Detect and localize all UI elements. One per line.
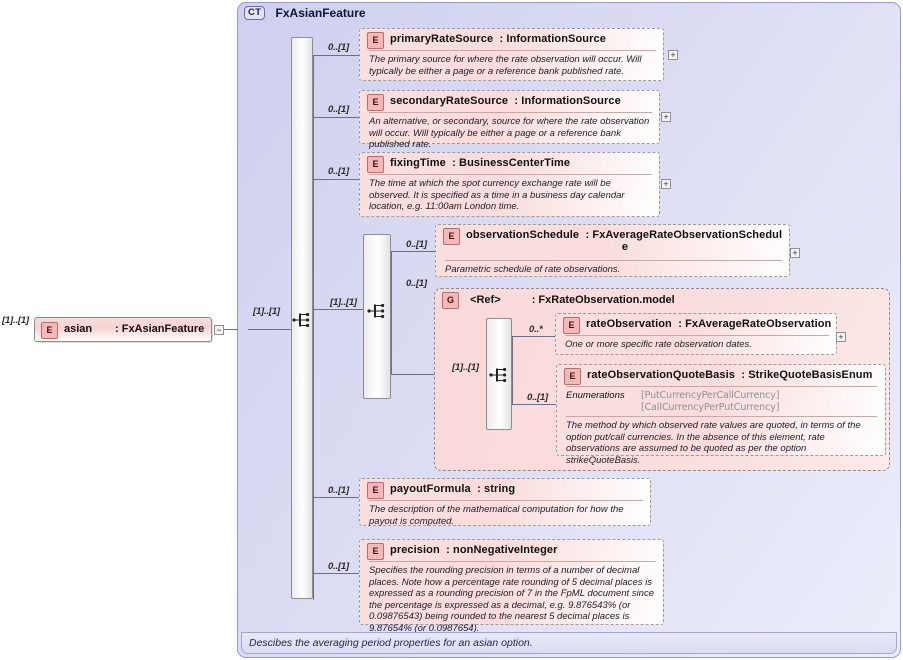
enumeration-value: [CallCurrencyPerPutCurrency] xyxy=(641,401,780,413)
element-documentation: One or more specific rate observation da… xyxy=(565,339,752,350)
element-icon: E xyxy=(367,543,384,560)
connector-group-spine xyxy=(512,336,513,404)
element-observationschedule[interactable]: E observationSchedule : FxAverageRateObs… xyxy=(435,224,790,277)
element-name: payoutFormula : string xyxy=(390,483,516,495)
expand-toggle-primaryratesource[interactable]: + xyxy=(668,50,678,60)
element-name: rateObservationQuoteBasis : StrikeQuoteB… xyxy=(587,369,873,381)
connector-child-5 xyxy=(313,497,359,498)
sequence-icon xyxy=(489,367,507,383)
root-occurrence: [1]..[1] xyxy=(2,315,29,326)
expand-toggle-observationschedule[interactable]: + xyxy=(790,248,800,258)
element-primaryratesource[interactable]: E primaryRateSource : InformationSource … xyxy=(359,28,664,81)
root-element-asian[interactable]: E asian : FxAsianFeature xyxy=(34,317,212,342)
element-fixingtime[interactable]: E fixingTime : BusinessCenterTime The ti… xyxy=(359,152,660,217)
connector-observationschedule xyxy=(391,251,435,252)
element-secondaryratesource[interactable]: E secondaryRateSource : InformationSourc… xyxy=(359,90,660,150)
group-ref-name: <Ref> xyxy=(470,294,501,307)
element-name: rateObservation : FxAverageRateObservati… xyxy=(586,318,832,330)
element-name: observationSchedule : FxAverageRateObser… xyxy=(466,229,783,253)
complextype-documentation-text: Descibes the averaging period properties… xyxy=(249,637,533,649)
divider xyxy=(369,50,656,51)
enumeration-value: [PutCurrencyPerCallCurrency] xyxy=(641,390,780,401)
connector-child-3 xyxy=(313,179,359,180)
occurrence-nested-sequence: [1]..[1] xyxy=(330,297,357,308)
element-rateobservationquotebasis[interactable]: E rateObservationQuoteBasis : StrikeQuot… xyxy=(556,364,886,466)
element-payoutformula[interactable]: E payoutFormula : string The description… xyxy=(359,478,651,527)
connector-main-spine xyxy=(313,55,314,600)
enumerations-label: Enumerations xyxy=(566,390,625,401)
complextype-title: FxAsianFeature xyxy=(275,6,366,20)
sequence-compositor-main[interactable] xyxy=(291,37,313,599)
element-name: secondaryRateSource : InformationSource xyxy=(390,95,621,107)
element-documentation: The description of the mathematical comp… xyxy=(369,504,624,527)
occurrence-group-sequence: [1]..[1] xyxy=(452,362,479,373)
complextype-tag: CT xyxy=(244,6,266,20)
connector-refgroup xyxy=(391,374,435,375)
connector-rateobservationquotebasis xyxy=(512,404,556,405)
expand-toggle-fixingtime[interactable]: + xyxy=(661,179,671,189)
element-documentation: Specifies the rounding precision in term… xyxy=(369,565,654,634)
root-element-type: : FxAsianFeature xyxy=(115,323,205,335)
divider xyxy=(566,416,877,417)
element-icon: E xyxy=(367,482,384,499)
divider xyxy=(369,112,652,113)
occurrence-secondaryratesource: 0..[1] xyxy=(328,104,349,115)
root-collapse-toggle[interactable]: − xyxy=(214,325,224,335)
element-documentation: The primary source for where the rate ob… xyxy=(369,54,642,77)
occurrence-fixingtime: 0..[1] xyxy=(328,166,349,177)
element-documentation: Parametric schedule of rate observations… xyxy=(445,264,621,275)
divider xyxy=(565,335,829,336)
connector-rateobservation xyxy=(512,336,556,337)
connector-child-1 xyxy=(313,55,359,56)
complextype-documentation-bar: Descibes the averaging period properties… xyxy=(241,632,897,654)
element-icon: E xyxy=(367,94,384,111)
group-ref-header: G <Ref> : FxRateObservation.model xyxy=(442,292,675,309)
connector-nested-spine xyxy=(391,251,392,374)
element-icon: E xyxy=(41,322,58,339)
occurrence-primaryratesource: 0..[1] xyxy=(328,42,349,53)
occurrence-precision: 0..[1] xyxy=(328,561,349,572)
sequence-icon xyxy=(292,312,310,328)
occurrence-payoutformula: 0..[1] xyxy=(328,485,349,496)
divider xyxy=(369,500,643,501)
element-precision[interactable]: E precision : nonNegativeInteger Specifi… xyxy=(359,539,664,634)
element-icon: E xyxy=(563,317,580,334)
divider xyxy=(369,561,656,562)
element-documentation: The time at which the spot currency exch… xyxy=(369,178,625,212)
element-icon: E xyxy=(564,368,581,385)
enumerations-values: [PutCurrencyPerCallCurrency] [CallCurren… xyxy=(641,390,780,413)
root-element-name: asian xyxy=(64,323,93,335)
expand-toggle-rateobservation[interactable]: + xyxy=(836,332,846,342)
occurrence-rateobservation: 0..* xyxy=(529,324,543,335)
complextype-header: CT FxAsianFeature xyxy=(244,6,644,24)
connector-child-6 xyxy=(313,573,359,574)
divider xyxy=(445,260,782,261)
connector-root xyxy=(224,329,238,330)
element-icon: E xyxy=(443,228,460,245)
element-name: fixingTime : BusinessCenterTime xyxy=(390,157,571,169)
element-rateobservation[interactable]: E rateObservation : FxAverageRateObserva… xyxy=(555,313,837,355)
occurrence-rateobservationquotebasis: 0..[1] xyxy=(527,392,548,403)
element-icon: E xyxy=(367,32,384,49)
connector-child-4 xyxy=(313,309,363,310)
element-name: precision : nonNegativeInteger xyxy=(390,544,558,556)
element-documentation: The method by which observed rate values… xyxy=(566,420,861,466)
element-documentation: An alternative, or secondary, source for… xyxy=(369,116,650,150)
sequence-icon xyxy=(367,303,385,319)
expand-toggle-secondaryratesource[interactable]: + xyxy=(661,112,671,122)
group-ref-type: : FxRateObservation.model xyxy=(531,294,675,307)
complextype-occurrence: [1]..[1] xyxy=(253,306,280,317)
group-icon: G xyxy=(442,292,459,309)
divider xyxy=(566,386,877,387)
element-name: primaryRateSource : InformationSource xyxy=(390,33,606,45)
connector-ct-to-sequence xyxy=(248,329,292,330)
occurrence-observationschedule: 0..[1] xyxy=(406,239,427,250)
connector-child-2 xyxy=(313,117,359,118)
occurrence-refgroup: 0..[1] xyxy=(406,278,427,289)
divider xyxy=(369,174,652,175)
element-icon: E xyxy=(367,156,384,173)
